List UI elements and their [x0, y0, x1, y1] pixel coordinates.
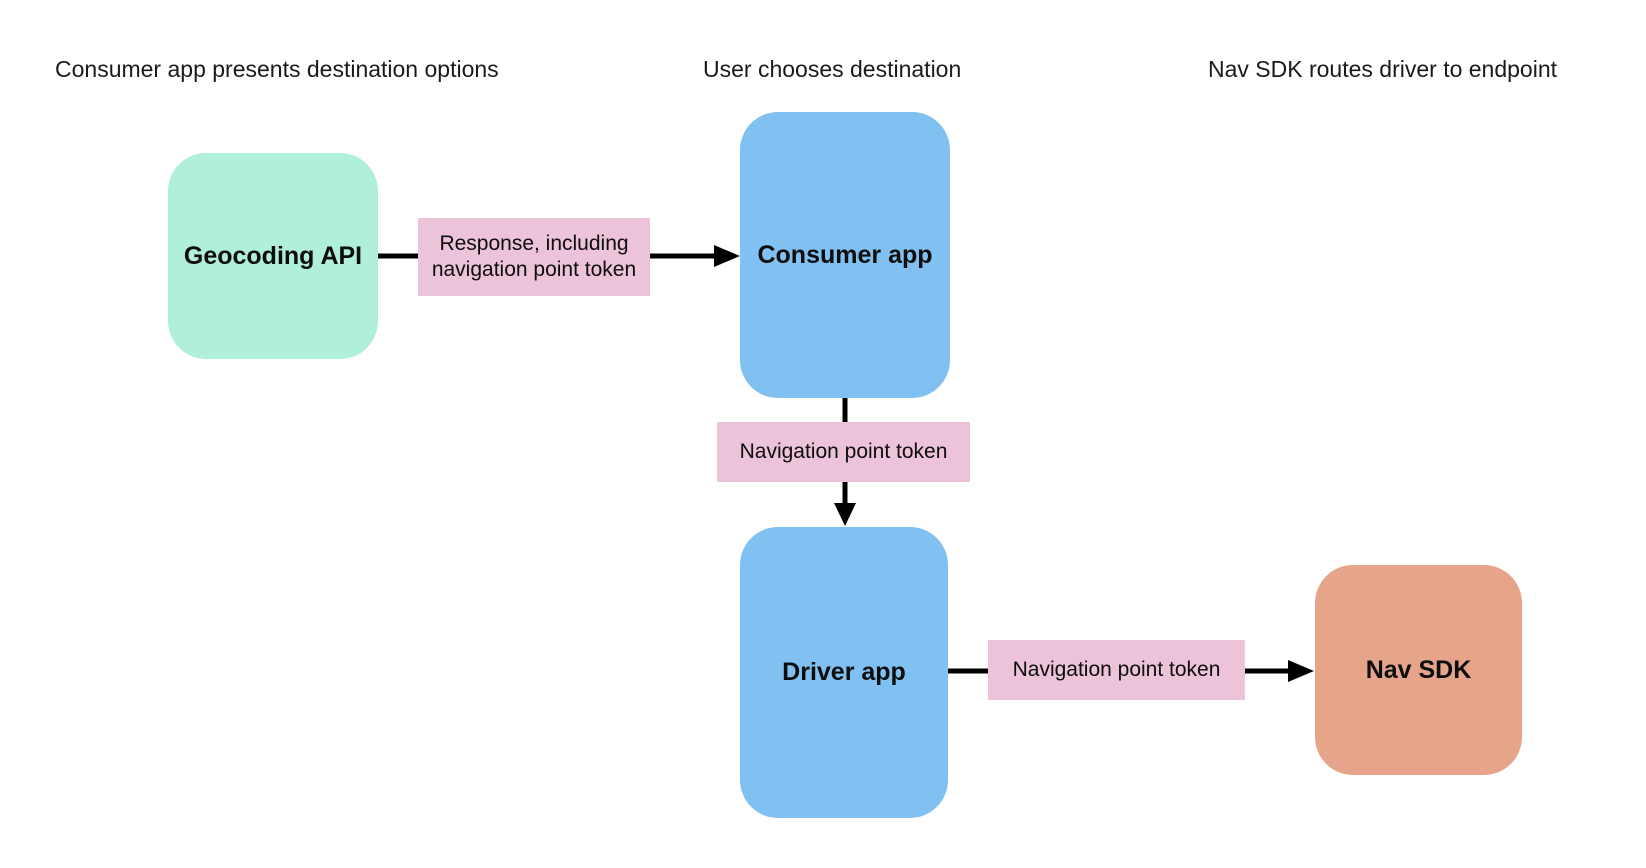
stage-heading-consumer-presents: Consumer app presents destination option… — [55, 56, 499, 82]
node-consumer-app: Consumer app — [740, 112, 950, 398]
node-label: Driver app — [782, 658, 906, 686]
arrowhead-down-icon — [834, 503, 856, 526]
edge-label-navigation-point-token: Navigation point token — [717, 422, 970, 482]
arrowhead-right-icon — [714, 245, 740, 267]
node-geocoding-api: Geocoding API — [168, 153, 378, 359]
edge-label-navigation-point-token: Navigation point token — [988, 640, 1245, 700]
node-nav-sdk: Nav SDK — [1315, 565, 1522, 775]
stage-heading-navsdk-routes: Nav SDK routes driver to endpoint — [1208, 56, 1558, 82]
node-label: Geocoding API — [183, 241, 363, 270]
edge-label-response-token: Response, including navigation point tok… — [418, 218, 650, 296]
arrowhead-right-icon — [1288, 660, 1314, 682]
node-label: Nav SDK — [1365, 655, 1472, 684]
node-driver-app: Driver app — [740, 527, 948, 818]
stage-heading-user-chooses: User chooses destination — [703, 56, 962, 82]
node-label: Consumer app — [757, 240, 933, 269]
